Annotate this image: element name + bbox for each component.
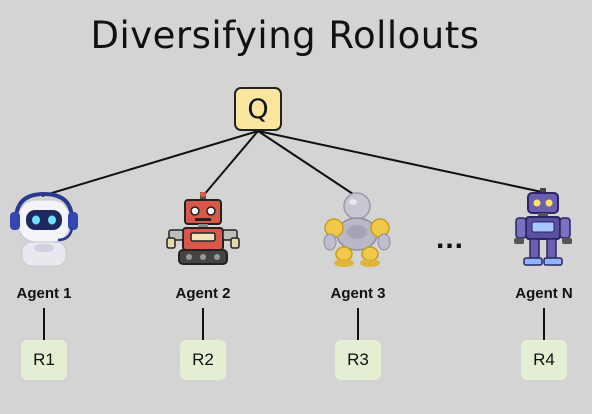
link-q-agent-3: [257, 130, 357, 197]
robot-headset-icon: [10, 191, 78, 267]
robot-purple-icon: [514, 188, 572, 266]
agent-label-n: Agent N: [515, 285, 573, 302]
agent-label-3: Agent 3: [330, 285, 386, 302]
agent-label-1: Agent 1: [16, 285, 72, 302]
result-node-r2: R2: [180, 340, 226, 380]
query-node: Q: [234, 87, 282, 131]
link-q-agent-n: [257, 130, 543, 193]
link-q-agent-2: [202, 130, 259, 197]
result-node-r4: R4: [521, 340, 567, 380]
robot-red-boxy-icon: [166, 192, 240, 265]
result-node-r1: R1: [21, 340, 67, 380]
agent-label-2: Agent 2: [175, 285, 231, 302]
more-agents-ellipsis: ...: [436, 222, 465, 255]
diagram-title: Diversifying Rollouts: [90, 14, 480, 57]
link-q-agent-1: [41, 130, 259, 197]
result-node-r3: R3: [335, 340, 381, 380]
robot-gray-yellow-icon: [323, 192, 391, 267]
